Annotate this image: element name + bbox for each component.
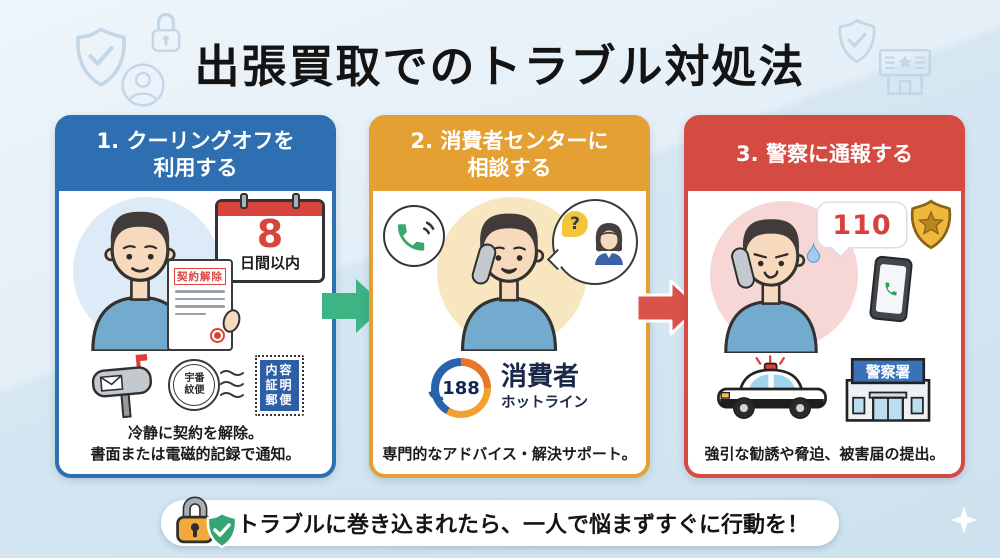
step3-card-police: 3. 警察に通報する [684,115,965,478]
padlock-icon [176,496,214,544]
stamp-row: 郵便 [265,392,294,407]
step2-header-line2: 相談する [467,156,552,180]
step3-icons-row: 警察署 [694,351,955,427]
shield-check-icon [206,511,238,549]
calendar-ring [240,193,248,209]
police-station-icon: 警察署 [845,358,931,422]
smartphone-icon [868,255,914,323]
postmark-icon: 宇番 紋便 [168,359,246,412]
stamp-row: 内容 [265,362,294,377]
footer-icons [173,493,238,549]
calendar-icon: 8 日間以内 [215,193,325,283]
question-bubble-icon: ? [552,199,638,285]
question-mark: ? [562,211,588,237]
contract-label: 契約解除 [174,268,226,285]
hotline-188-logo: 188 消費者 ホットライン [379,351,640,425]
step1-body: 8 日間以内 契約解除 [59,191,332,474]
step2-header: 2. 消費者センターに 相談する [373,119,646,191]
emergency-number: 110 [832,209,892,241]
postmark-line1: 宇番 [184,372,205,384]
shield-check-icon [76,27,126,87]
postmark-circle: 宇番 紋便 [168,359,221,412]
smartphone-screen [875,263,907,315]
person-circle-icon [121,63,165,107]
calendar-ring [292,193,300,209]
step2-header-line1: 2. 消費者センターに [410,128,609,153]
certified-mail-stamp-icon: 内容 証明 郵便 [255,354,304,416]
storefront-icon [878,49,932,95]
hotline-subtitle: ホットライン [501,395,588,412]
mailbox-icon [92,354,153,419]
footer-message: トラブルに巻き込まれたら、一人で悩まずすぐに行動を！ [236,513,810,538]
contract-line [175,290,225,293]
emergency-bubble-icon: 110 [818,203,906,247]
advisor-icon [595,223,623,265]
step1-illustration: 8 日間以内 契約解除 [65,193,326,351]
contract-line [175,297,225,300]
step2-body: ? 188 消費者 ホットライン [373,191,646,474]
step1-caption-line2: 書面または電磁的記録で通知。 [90,445,301,464]
hotline-number: 188 [438,365,484,411]
step1-icons-row: 宇番 紋便 内容 証明 郵便 [65,348,326,423]
step3-illustration: 110 [694,195,955,353]
police-badge-icon [910,199,952,250]
step2-card-consumer-center: 2. 消費者センターに 相談する [369,115,650,478]
calendar-number: 8 [256,212,284,256]
postmark-line2: 紋便 [184,385,205,397]
person-icon [91,211,189,351]
stamp-row: 証明 [265,377,294,392]
shield-check-icon [838,18,876,64]
stamp-text: 内容 証明 郵便 [260,359,299,411]
person-on-phone-icon [460,213,558,351]
contract-line [175,312,207,315]
step1-header-line1: 1. クーリングオフを [96,128,295,153]
step3-header-line1: 3. 警察に通報する [736,142,913,167]
step2-caption-line1: 専門的なアドバイス・解決サポート。 [382,445,637,464]
step1-header: 1. クーリングオフを 利用する [59,119,332,191]
step3-body: 110 [688,191,961,474]
call-glyph [885,282,897,296]
police-car-icon [717,355,827,419]
step1-caption: 冷静に契約を解除。 書面または電磁的記録で通知。 [65,423,326,467]
step1-caption-line1: 冷静に契約を解除。 [127,423,263,442]
police-station-sign-text: 警察署 [866,363,911,381]
step3-header: 3. 警察に通報する [688,119,961,191]
postmark-waves [220,370,245,399]
phone-handset-glyph [397,221,435,251]
page-title: 出張買取でのトラブル対処法 [194,40,806,93]
step3-caption: 強引な勧誘や脅迫、被害届の提出。 [694,444,955,466]
worried-person-icon [724,219,818,353]
contract-icon: 契約解除 [167,259,244,351]
hotline-phone-glyph [428,391,444,401]
padlock-icon [151,13,181,52]
hotline-188-ring-icon: 188 [428,358,491,418]
phone-icon [383,205,445,267]
contract-seal [210,328,225,343]
step2-illustration: ? [379,195,640,351]
sparkle-icon [950,506,978,534]
step2-caption: 専門的なアドバイス・解決サポート。 [379,444,640,466]
sweat-drop-icon [806,243,821,263]
footer-banner: トラブルに巻き込まれたら、一人で悩まずすぐに行動を！ [160,496,840,549]
hotline-text: 消費者 ホットライン [501,361,588,412]
calendar-unit-label: 日間以内 [239,254,300,273]
contract-line [175,305,225,308]
step1-header-line2: 利用する [153,156,238,180]
hotline-title: 消費者 [501,361,580,392]
step1-card-cooling-off: 1. クーリングオフを 利用する [55,115,336,478]
step3-caption-line1: 強引な勧誘や脅迫、被害届の提出。 [704,445,945,464]
